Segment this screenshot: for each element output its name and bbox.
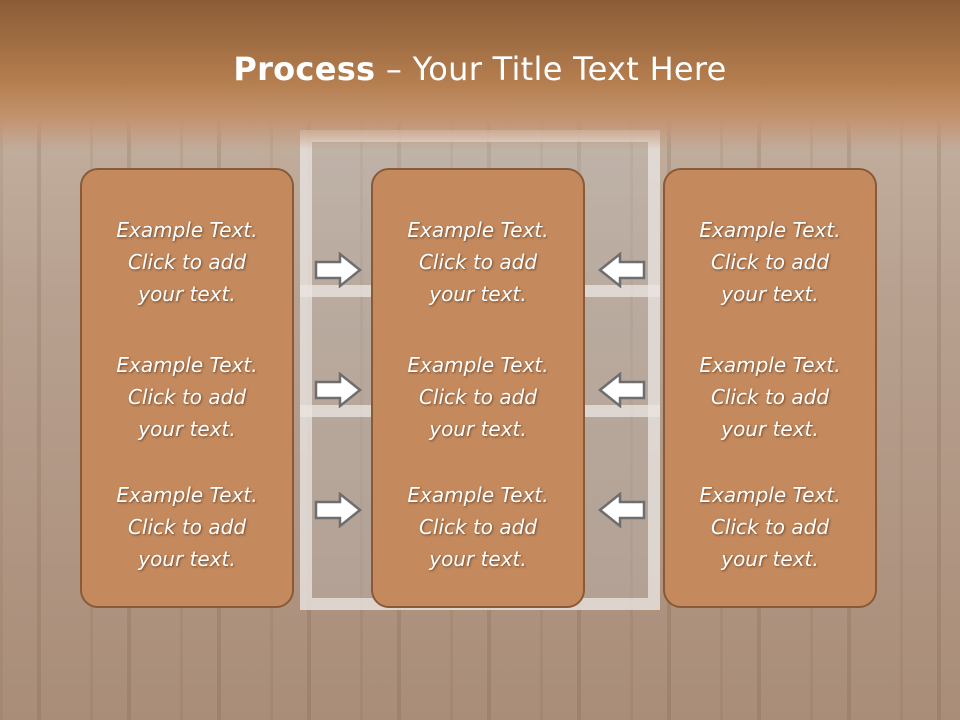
text-line: Click to add	[418, 515, 538, 539]
text-line: your text.	[721, 282, 819, 306]
text-placeholder[interactable]: Example Text. Click to add your text.	[82, 349, 292, 445]
text-line: Click to add	[127, 250, 247, 274]
text-line: Click to add	[127, 515, 247, 539]
text-placeholder[interactable]: Example Text. Click to add your text.	[373, 479, 583, 575]
text-line: Example Text.	[407, 353, 549, 377]
text-line: Click to add	[710, 385, 830, 409]
arrow-left-icon[interactable]	[598, 492, 646, 528]
title-bold: Process	[233, 50, 376, 88]
text-line: your text.	[721, 417, 819, 441]
text-line: Example Text.	[116, 218, 258, 242]
process-box-left[interactable]: Example Text. Click to add your text. Ex…	[80, 168, 294, 608]
text-line: Example Text.	[699, 218, 841, 242]
text-line: Click to add	[127, 385, 247, 409]
text-line: your text.	[138, 417, 236, 441]
text-placeholder[interactable]: Example Text. Click to add your text.	[373, 214, 583, 310]
text-line: your text.	[721, 547, 819, 571]
text-line: your text.	[138, 282, 236, 306]
text-placeholder[interactable]: Example Text. Click to add your text.	[665, 479, 875, 575]
text-placeholder[interactable]: Example Text. Click to add your text.	[373, 349, 583, 445]
slide-title[interactable]: Process – Your Title Text Here	[0, 50, 960, 88]
text-line: your text.	[429, 417, 527, 441]
arrow-right-icon[interactable]	[314, 372, 362, 408]
text-line: Click to add	[418, 385, 538, 409]
text-line: Example Text.	[407, 483, 549, 507]
text-line: Example Text.	[699, 483, 841, 507]
process-box-right[interactable]: Example Text. Click to add your text. Ex…	[663, 168, 877, 608]
text-line: your text.	[138, 547, 236, 571]
text-line: Click to add	[710, 250, 830, 274]
arrow-left-icon[interactable]	[598, 372, 646, 408]
text-line: Example Text.	[116, 353, 258, 377]
text-line: Example Text.	[407, 218, 549, 242]
text-line: Example Text.	[116, 483, 258, 507]
title-rest: – Your Title Text Here	[375, 50, 727, 88]
text-placeholder[interactable]: Example Text. Click to add your text.	[665, 349, 875, 445]
arrow-left-icon[interactable]	[598, 252, 646, 288]
text-line: Click to add	[418, 250, 538, 274]
title-banner	[0, 0, 960, 150]
text-placeholder[interactable]: Example Text. Click to add your text.	[82, 214, 292, 310]
arrow-right-icon[interactable]	[314, 492, 362, 528]
text-placeholder[interactable]: Example Text. Click to add your text.	[82, 479, 292, 575]
text-line: your text.	[429, 282, 527, 306]
process-box-center[interactable]: Example Text. Click to add your text. Ex…	[371, 168, 585, 608]
text-line: your text.	[429, 547, 527, 571]
text-placeholder[interactable]: Example Text. Click to add your text.	[665, 214, 875, 310]
text-line: Click to add	[710, 515, 830, 539]
arrow-right-icon[interactable]	[314, 252, 362, 288]
text-line: Example Text.	[699, 353, 841, 377]
